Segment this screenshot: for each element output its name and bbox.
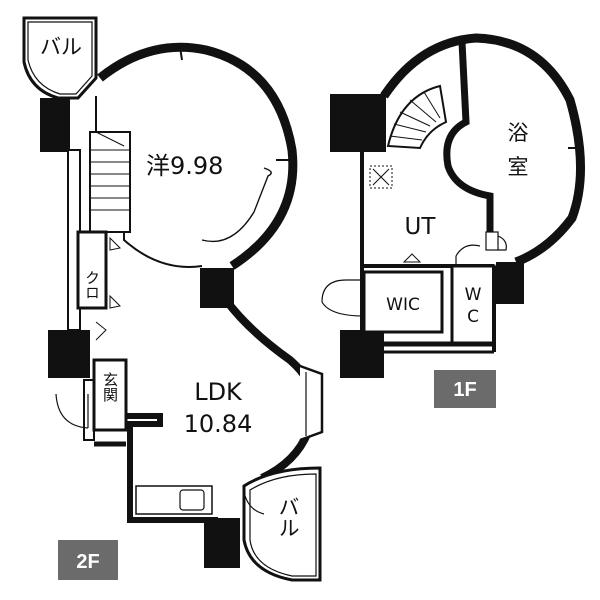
pillar-1f-bottom: [340, 330, 384, 378]
bottom-wall-1f: [384, 266, 496, 354]
label-balcony-top: バル: [40, 35, 82, 59]
staircase-1f: [386, 84, 448, 150]
staircase-2f: [89, 131, 131, 233]
balcony-top: [22, 16, 98, 100]
label-wc-2: C: [467, 307, 479, 327]
pillar-1f-right: [496, 262, 524, 304]
floor-badge-2f: 2F: [58, 540, 118, 580]
bath-partition: [443, 41, 494, 250]
label-utility: UT: [405, 214, 437, 240]
svg-text:2F: 2F: [76, 551, 99, 573]
svg-text:1F: 1F: [453, 379, 476, 401]
balcony-bottom: [242, 466, 322, 582]
label-wc-1: W: [465, 285, 482, 305]
floor-badge-1f: 1F: [434, 370, 496, 408]
floor-2f: バル 洋9.98 クロ 玄関 LDK 10.84 バル 2F: [22, 16, 324, 582]
label-bath-2: 室: [508, 155, 529, 179]
kitchen-counter: [135, 485, 213, 515]
label-wic: WIC: [386, 295, 420, 315]
closet: [76, 230, 122, 310]
label-ldk-area: 10.84: [184, 410, 253, 438]
label-balcony-bottom: バル: [276, 496, 300, 538]
pillar-2f-bottom: [204, 518, 240, 568]
label-closet: クロ: [83, 270, 101, 300]
entrance: [55, 321, 128, 432]
label-entrance: 玄関: [101, 372, 119, 403]
pillar-1f-left: [330, 94, 386, 152]
outer-wall-1f: [380, 33, 585, 267]
floor-1f: 浴 室 UT WIC W C 1F: [321, 33, 585, 408]
ldk-outline: [94, 413, 218, 523]
washing-machine: [369, 165, 393, 189]
label-ldk-name: LDK: [194, 378, 243, 406]
label-bath-1: 浴: [508, 121, 529, 145]
wic: [321, 253, 444, 334]
label-western-room: 洋9.98: [146, 152, 223, 180]
western-room-wall: [97, 42, 298, 270]
